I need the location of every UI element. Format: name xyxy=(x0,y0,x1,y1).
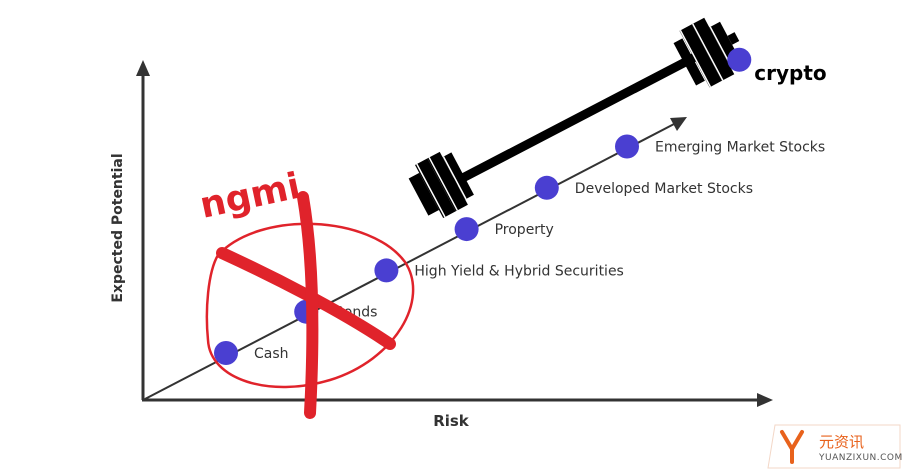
data-point-label: Developed Market Stocks xyxy=(575,181,753,197)
y-axis-arrow xyxy=(136,60,150,76)
data-point-label: Cash xyxy=(254,346,289,362)
data-point xyxy=(727,47,752,72)
trend-line-arrow xyxy=(670,117,687,131)
red-cross-stroke-1 xyxy=(216,247,396,350)
data-point-label: crypto xyxy=(754,61,826,85)
data-point xyxy=(615,134,639,159)
data-point-label: Emerging Market Stocks xyxy=(655,140,825,156)
x-axis-arrow xyxy=(757,393,773,407)
red-circle xyxy=(205,222,415,389)
data-point xyxy=(454,217,479,242)
barbell-icon xyxy=(408,17,740,218)
watermark: 元资讯 YUANZIXUN.COM xyxy=(767,424,903,469)
ngmi-text: ngmi xyxy=(196,166,304,227)
watermark-cn: 元资讯 xyxy=(819,433,864,451)
x-axis-label: Risk xyxy=(433,412,470,430)
red-cross-stroke-2 xyxy=(297,191,319,419)
data-point xyxy=(374,258,399,283)
y-axis-label: Expected Potential xyxy=(110,153,126,302)
ngmi-annotation: ngmi xyxy=(196,166,415,419)
data-point-label: High Yield & Hybrid Securities xyxy=(414,263,623,279)
watermark-en: YUANZIXUN.COM xyxy=(818,453,903,463)
data-point-label: Property xyxy=(495,222,554,238)
data-point xyxy=(534,175,559,200)
watermark-logo-icon xyxy=(780,430,804,464)
data-point xyxy=(214,341,238,365)
